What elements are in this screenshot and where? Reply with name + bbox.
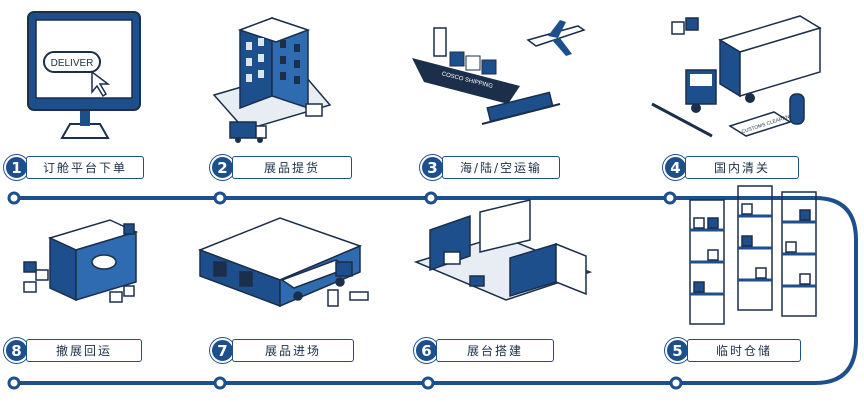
step-label: 国内清关: [685, 156, 799, 179]
flow-node: [7, 376, 21, 390]
step-4: 4 国内清关: [663, 155, 853, 183]
step-label: 撤展回运: [26, 339, 142, 362]
flow-nodes: [7, 191, 683, 390]
flow-node: [7, 191, 21, 205]
step-number: 6: [414, 338, 439, 363]
booth-construction-icon: [413, 199, 593, 301]
computer-deliver-icon: DELIVER: [27, 11, 141, 139]
step-3: 3 海/陆/空运输: [420, 155, 610, 183]
flow-node: [424, 191, 438, 205]
flow-node: [669, 376, 683, 390]
ship-plane-train-icon: COSCO SHIPPING: [412, 20, 586, 125]
step-8: 8 撤展回运: [4, 338, 194, 366]
flow-node: [663, 191, 677, 205]
step-label: 展品进场: [232, 339, 354, 362]
step-label: 订舱平台下单: [26, 156, 144, 179]
step-1: 1 订舱平台下单: [4, 155, 194, 183]
flow-track-line: [14, 196, 858, 385]
step-7: 7 展品进场: [210, 338, 400, 366]
step-label: 海/陆/空运输: [442, 156, 560, 179]
step-number: 3: [420, 155, 445, 180]
flow-node: [213, 191, 227, 205]
step-5: 5 临时仓储: [665, 338, 855, 366]
step-6: 6 展台搭建: [414, 338, 604, 366]
step-label: 展品提货: [232, 156, 352, 179]
deliver-button-text: DELIVER: [51, 58, 94, 69]
step-2: 2 展品提货: [210, 155, 400, 183]
step-label: 展台搭建: [436, 339, 554, 362]
step-label: 临时仓储: [687, 339, 801, 362]
flow-node: [213, 376, 227, 390]
step-number: 7: [210, 338, 235, 363]
building-truck-icon: [212, 16, 332, 143]
customs-truck-icon: CUSTOMS CLEARANCE: [651, 15, 822, 138]
warehouse-racks-icon: [689, 185, 817, 325]
venue-truck-icon: [197, 217, 369, 308]
container-return-icon: [23, 219, 139, 303]
step-number: 5: [665, 338, 690, 363]
flow-node: [421, 376, 435, 390]
